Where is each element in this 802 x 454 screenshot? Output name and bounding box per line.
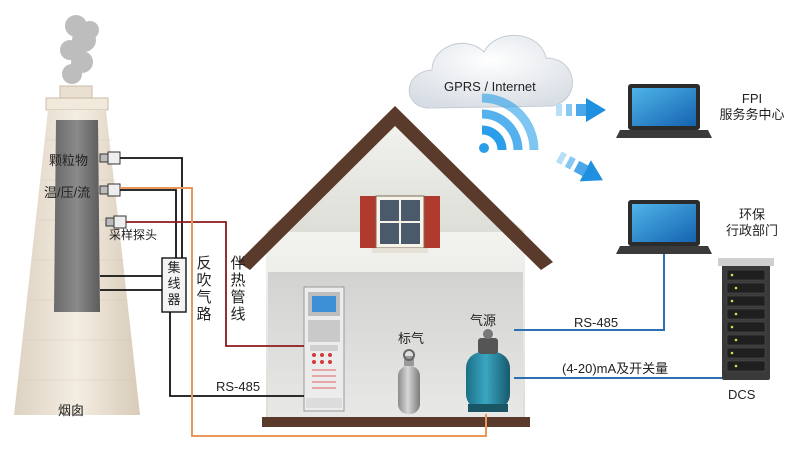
label-chimney: 烟囱 [58, 403, 85, 418]
laptop-icon [616, 200, 712, 254]
arrow-to-fpi [556, 98, 606, 122]
signal-lines [100, 157, 304, 397]
label-rs485-left: RS-485 [216, 379, 261, 394]
label-blowback: 反吹气路 [196, 255, 212, 323]
label-temp-pressure-flow: 温/压/流 [44, 185, 91, 200]
label-cloud: GPRS / Internet [444, 79, 536, 94]
label-fpi-1: FPI [741, 91, 763, 106]
gas-cylinder-icon [466, 329, 510, 412]
probe-sampling [105, 215, 127, 229]
gas-cylinder-icon [398, 349, 420, 414]
label-env-1: 环保 [738, 207, 765, 222]
label-gas-source: 气源 [470, 313, 497, 328]
probe-temp-pressure-flow [99, 183, 121, 197]
cems-cabinet-icon [303, 286, 345, 412]
arrow-to-env [555, 151, 603, 182]
blowback-line [120, 187, 487, 437]
label-standard-gas: 标气 [398, 331, 425, 346]
wifi-icon [479, 93, 539, 153]
label-particulate: 颗粒物 [49, 153, 89, 168]
chimney-icon [14, 85, 140, 415]
probe-particulate [99, 151, 121, 165]
label-concentrator: 集线器 [167, 260, 181, 307]
label-fpi-2: 服务务中心 [719, 107, 785, 122]
concentrator-box [161, 257, 187, 313]
label-heat-trace: 伴热管线 [230, 255, 246, 323]
server-rack-icon [718, 258, 774, 380]
label-analog-signal: (4-20)mA及开关量 [562, 361, 669, 376]
label-dcs: DCS [728, 387, 756, 402]
label-sampling-probe: 采样探头 [109, 228, 158, 242]
smoke-icon [60, 15, 99, 84]
cloud-icon [408, 35, 573, 109]
label-rs485-right: RS-485 [574, 315, 619, 330]
label-env-2: 行政部门 [725, 223, 778, 238]
laptop-icon [616, 84, 712, 138]
network-lines [514, 254, 722, 379]
heat-trace-line [126, 221, 304, 347]
